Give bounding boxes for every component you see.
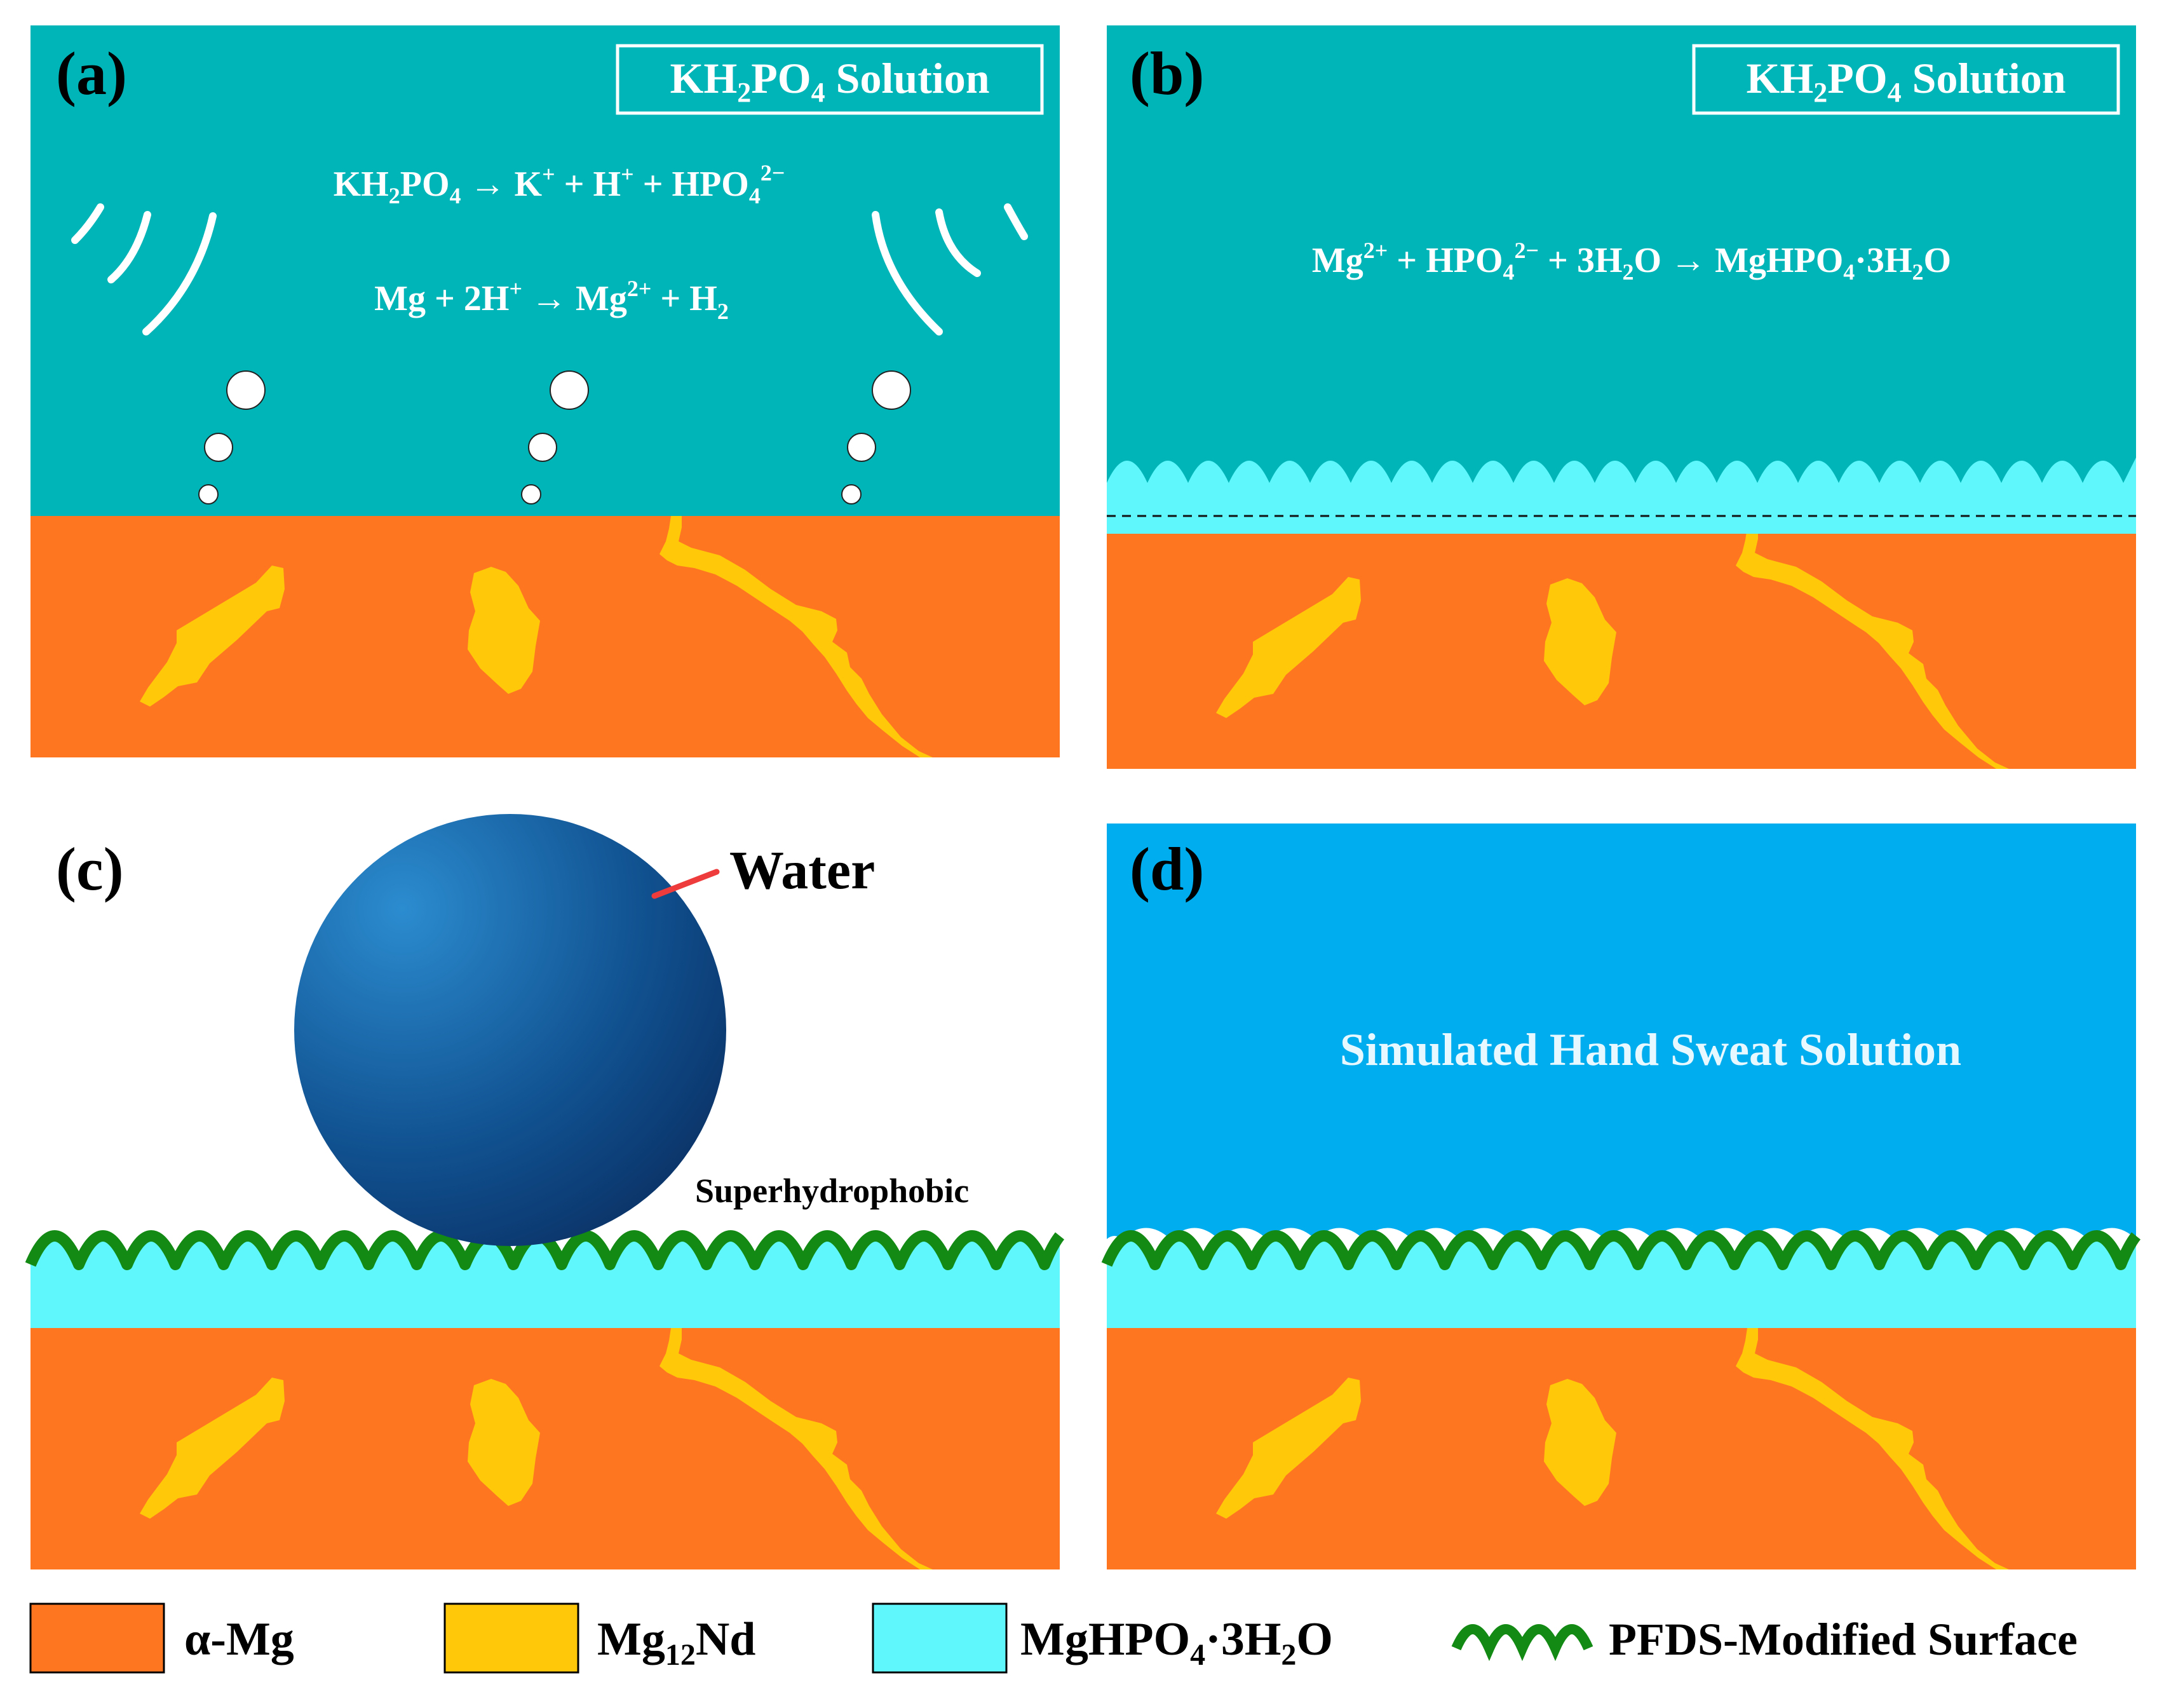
pfds-modified-surface [1101, 1230, 2141, 1270]
hydrogen-bubbles [198, 370, 911, 505]
alpha-mg-substrate [30, 516, 1060, 757]
solution-label-box [616, 44, 1044, 115]
panel-d: Simulated Hand Sweat Solution (d) [1101, 824, 2141, 1569]
alpha-mg-substrate [1107, 1328, 2136, 1569]
sweat-solution-region [1107, 824, 2136, 1239]
kh2po4-solution-region [1107, 25, 2136, 527]
alpha-mg-substrate [1107, 527, 2136, 769]
panel-tag-d: (d) [1130, 835, 1204, 903]
legend-swatch-mg12nd [443, 1603, 579, 1674]
panel-tag-c: (c) [56, 835, 124, 903]
mg-dissolution-equation: Mg + 2H+ → Mg2+ + H2 [374, 276, 729, 324]
alpha-mg-substrate [30, 1328, 1060, 1569]
legend-label-mg12nd: Mg12Nd [597, 1613, 755, 1672]
legend-label-pfds: PFDS-Modified Surface [1609, 1614, 2078, 1665]
sweat-solution-label: Simulated Hand Sweat Solution [1340, 1024, 1961, 1075]
mghpo4-layer [1107, 458, 2136, 534]
panel-tag-b: (b) [1130, 39, 1204, 107]
reaction-wave-arcs [71, 203, 1028, 336]
mghpo4-layer [1107, 1271, 2136, 1328]
panel-tag-a: (a) [56, 39, 127, 107]
superhydrophobic-label: Superhydrophobic [695, 1172, 969, 1210]
panel-c: Water Superhydrophobic (c) [25, 814, 1065, 1569]
legend-swatch-pfds [1451, 1624, 1593, 1662]
legend-swatch-alpha-mg [29, 1603, 165, 1674]
water-droplet [294, 814, 726, 1246]
panel-b: KH2PO4 Solution (b) Mg2+ + HPO42− + 3H2O… [1107, 25, 2136, 769]
dissociation-equation: KH2PO4 → K+ + H+ + HPO42− [334, 160, 785, 208]
legend-label-alpha-mg: α-Mg [184, 1613, 294, 1665]
mghpo4-layer [30, 1271, 1060, 1328]
precipitation-equation: Mg2+ + HPO42− + 3H2O → MgHPO4·3H2O [1312, 238, 1951, 285]
solution-label: KH2PO4 Solution [1746, 54, 2066, 108]
water-label: Water [729, 839, 875, 900]
pfds-modified-surface [25, 1230, 1065, 1270]
legend-label-mghpo4: MgHPO4·3H2O [1020, 1613, 1333, 1672]
solution-label: KH2PO4 Solution [670, 54, 989, 108]
legend: α-Mg Mg12Nd MgHPO4·3H2O PFDS-Modified Su… [29, 1603, 2078, 1674]
panel-a: KH2PO4 Solution (a) KH2PO4 → K+ + H+ + H… [30, 25, 1060, 757]
water-pointer-line [651, 869, 720, 899]
legend-swatch-mghpo4 [872, 1603, 1008, 1674]
solution-label-box [1692, 44, 2120, 115]
